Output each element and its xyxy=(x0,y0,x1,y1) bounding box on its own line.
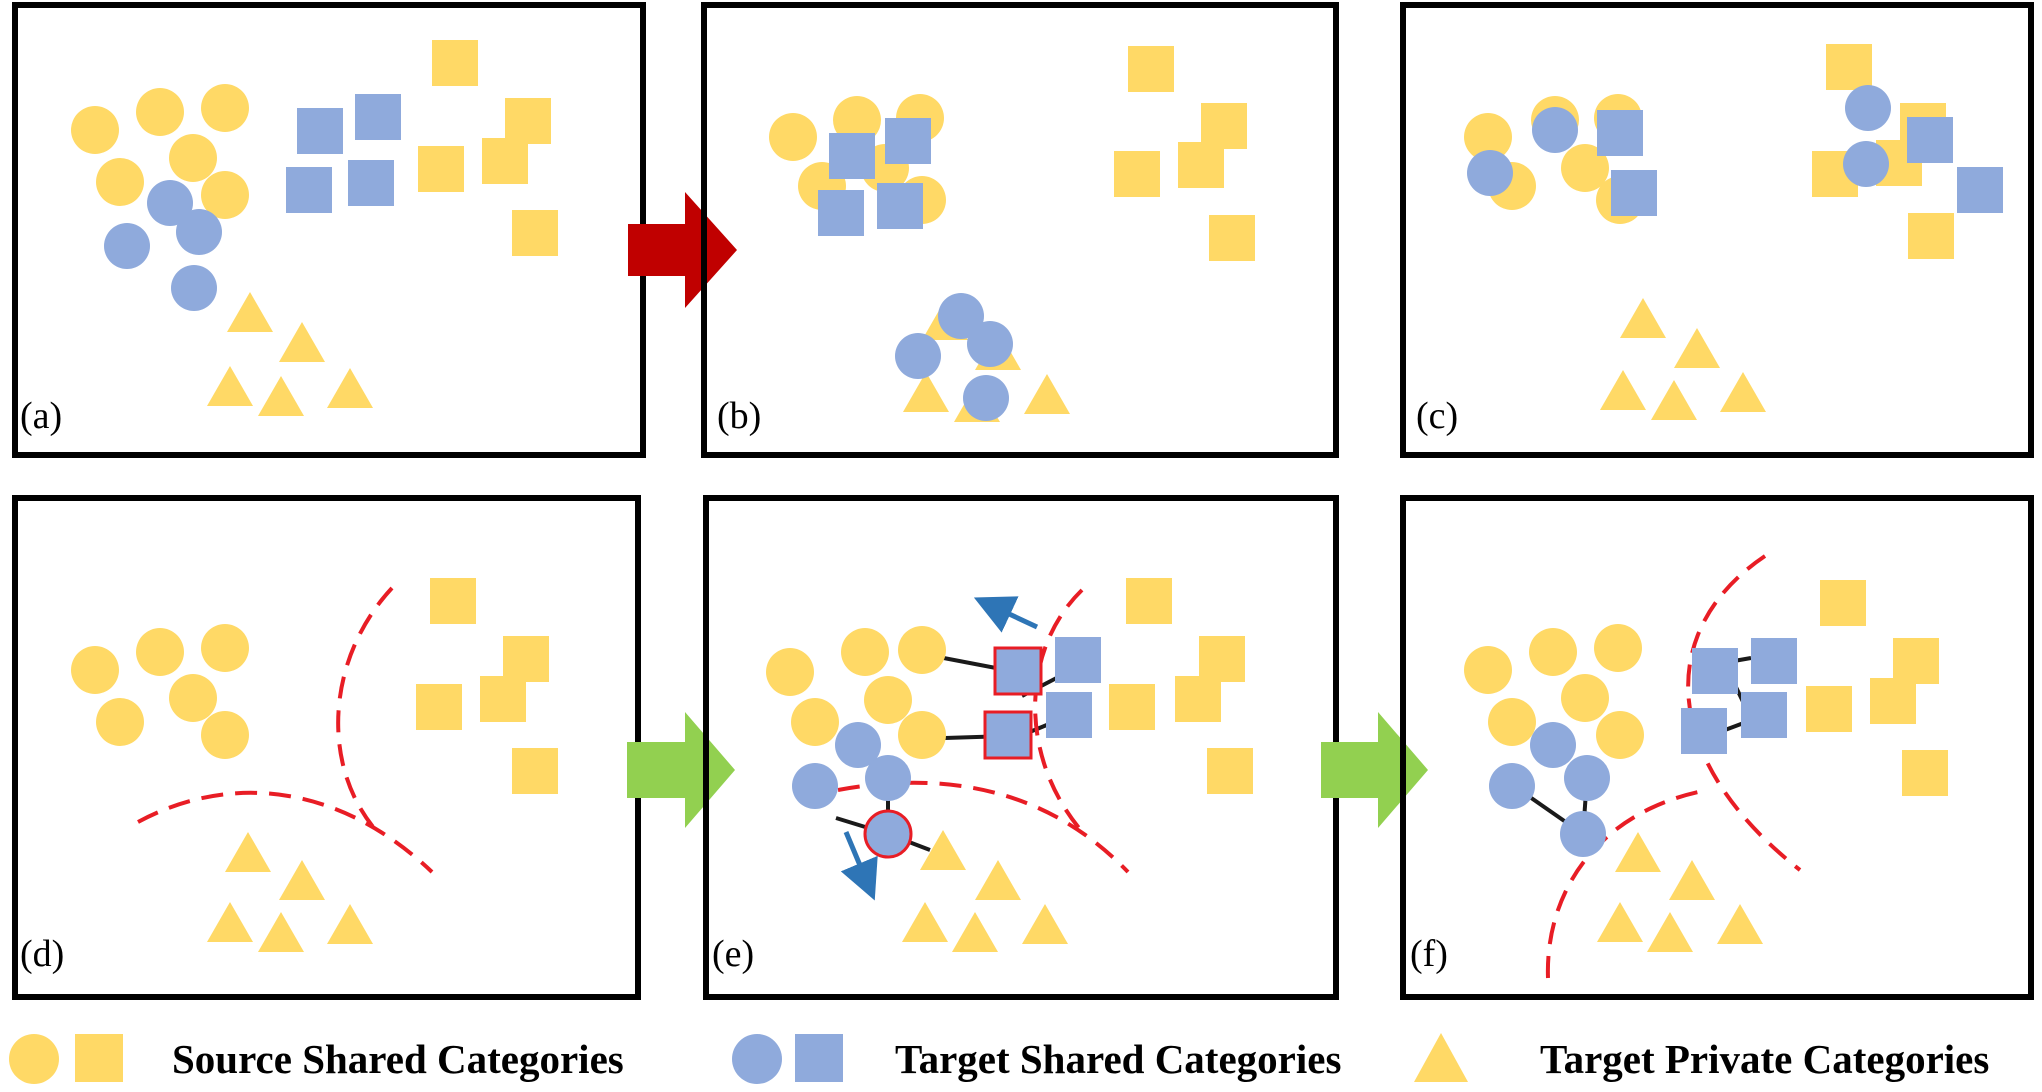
panel-b-label: (b) xyxy=(717,395,761,437)
target-circles-b xyxy=(895,293,1013,421)
source-circles-e xyxy=(766,626,946,759)
source-squares-d xyxy=(416,578,558,794)
legend-source-label: Source Shared Categories xyxy=(172,1036,624,1082)
private-triangles-a xyxy=(207,292,373,416)
boundary-d-private xyxy=(137,790,434,874)
legend-private-label: Target Private Categories xyxy=(1540,1036,1989,1082)
target-squares-c xyxy=(1597,110,2003,216)
target-circles-f xyxy=(1489,722,1610,857)
source-circles-d xyxy=(71,624,249,759)
legend-target-circle xyxy=(732,1034,782,1084)
target-squares-a xyxy=(286,94,401,213)
legend: Source Shared Categories Target Shared C… xyxy=(9,1033,1989,1084)
legend-private-triangle xyxy=(1414,1033,1468,1082)
private-triangles-e xyxy=(902,830,1068,952)
target-circles-c xyxy=(1467,85,1891,196)
target-squares-f xyxy=(1681,638,1797,754)
panel-d: (d) xyxy=(12,495,641,1000)
panel-f-label: (f) xyxy=(1410,933,1448,975)
target-squares-e xyxy=(983,637,1101,760)
panel-c: (c) xyxy=(1400,2,2034,458)
private-triangles-c xyxy=(1600,298,1766,420)
highlighted-square-e-1 xyxy=(993,646,1043,696)
source-circles-a xyxy=(71,84,249,219)
private-triangles-d xyxy=(207,832,373,952)
target-squares-b xyxy=(818,118,931,236)
private-triangles-f xyxy=(1597,832,1763,952)
panel-a: (a) xyxy=(12,2,646,458)
panel-d-frame xyxy=(12,495,641,1000)
legend-target-square xyxy=(795,1034,843,1082)
source-squares-b xyxy=(1114,46,1255,261)
panel-a-label: (a) xyxy=(20,395,62,437)
legend-target-label: Target Shared Categories xyxy=(895,1036,1341,1082)
panel-e-label: (e) xyxy=(712,933,754,975)
source-circles-f xyxy=(1464,624,1644,759)
highlighted-circle-e xyxy=(863,809,913,859)
source-squares-e xyxy=(1109,578,1253,794)
source-squares-a xyxy=(418,40,558,256)
legend-source-square xyxy=(75,1034,123,1082)
panel-c-label: (c) xyxy=(1416,395,1458,437)
panel-d-label: (d) xyxy=(20,933,64,975)
target-circles-e xyxy=(792,722,913,859)
legend-source-circle xyxy=(9,1034,59,1084)
move-arrow-circle-e xyxy=(840,831,878,901)
highlighted-square-e-2 xyxy=(983,710,1033,760)
boundary-f-squares xyxy=(1686,554,1802,872)
target-circles-a xyxy=(104,180,222,311)
panel-c-frame xyxy=(1400,2,2034,458)
arrow-d-to-e xyxy=(627,712,735,828)
panel-b: (b) xyxy=(701,2,1339,458)
boundary-d-squares xyxy=(336,586,394,837)
move-arrow-square-e xyxy=(973,596,1039,633)
panel-e: (e) xyxy=(703,495,1339,1000)
panel-f: (f) xyxy=(1400,495,2034,1000)
arrow-a-to-b xyxy=(628,192,737,308)
panel-b-frame xyxy=(701,2,1339,458)
panel-f-frame xyxy=(1400,495,2034,1000)
source-squares-f xyxy=(1806,580,1948,796)
